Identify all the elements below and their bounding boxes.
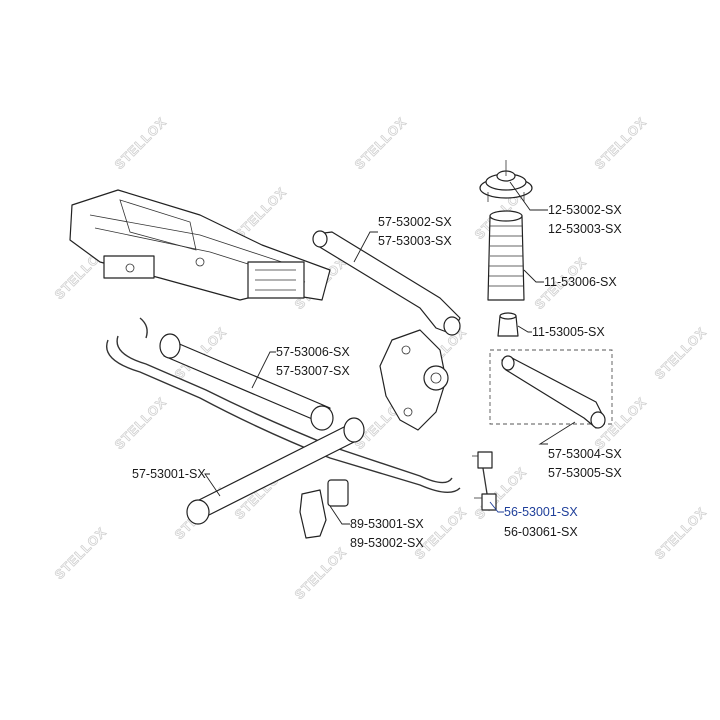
label-57-53004-SX: 57-53004-SX: [548, 447, 622, 461]
stabilizer-bar: [106, 317, 461, 493]
watermark-text: STELLOX: [652, 504, 710, 562]
label-12-53002-SX: 12-53002-SX: [548, 203, 622, 217]
strut-mount: [479, 160, 533, 202]
label-57-53005-SX: 57-53005-SX: [548, 466, 622, 480]
watermark-text: STELLOX: [112, 394, 170, 452]
label-57-53002-SX: 57-53002-SX: [378, 215, 452, 229]
label-89-53001-SX: 89-53001-SX: [350, 517, 424, 531]
label-56-53001-SX: 56-53001-SX: [504, 505, 578, 519]
lateral-arm-upper: [159, 333, 334, 431]
label-89-53002-SX: 89-53002-SX: [350, 536, 424, 550]
trailing-arm: [312, 230, 461, 336]
stabilizer-bushing: [299, 479, 349, 539]
upper-control-arm: [501, 355, 606, 429]
label-11-53005-SX: 11-53005-SX: [532, 325, 605, 339]
label-57-53006-SX: 57-53006-SX: [276, 345, 350, 359]
knuckle: [379, 329, 449, 431]
lateral-arm-lower: [186, 417, 365, 525]
label-56-03061-SX: 56-03061-SX: [504, 525, 578, 539]
watermark-text: STELLOX: [292, 544, 350, 602]
label-11-53006-SX: 11-53006-SX: [544, 275, 617, 289]
label-12-53003-SX: 12-53003-SX: [548, 222, 622, 236]
stabilizer-link: [472, 451, 497, 511]
watermark-text: STELLOX: [652, 324, 710, 382]
watermark-text: STELLOX: [352, 114, 410, 172]
label-57-53003-SX: 57-53003-SX: [378, 234, 452, 248]
bump-stop: [497, 312, 519, 337]
leader-lines: [204, 181, 576, 525]
watermark-text: STELLOX: [232, 184, 290, 242]
watermark-text: STELLOX: [112, 114, 170, 172]
dust-boot: [487, 210, 525, 301]
rear-subframe: [69, 189, 331, 301]
watermark-text: STELLOX: [592, 114, 650, 172]
part-labels: 12-53002-SX 12-53003-SX 57-53002-SX 57-5…: [132, 203, 622, 550]
label-57-53007-SX: 57-53007-SX: [276, 364, 350, 378]
watermark-text: STELLOX: [412, 504, 470, 562]
label-57-53001-SX: 57-53001-SX: [132, 467, 206, 481]
watermark-text: STELLOX: [52, 524, 110, 582]
